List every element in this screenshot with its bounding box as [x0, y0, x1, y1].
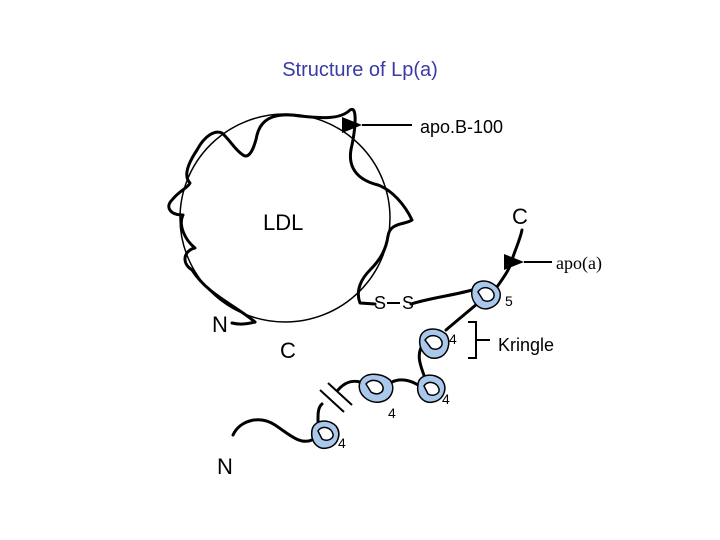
c-terminus-label-top: C — [512, 206, 528, 228]
apoa-lower-chain — [233, 404, 322, 441]
kringle-4-number-upper: 4 — [449, 332, 457, 346]
apob-n-terminal-chain — [232, 322, 255, 324]
disulfide-s-left: S — [374, 294, 386, 312]
diagram-title: Structure of Lp(a) — [0, 60, 720, 80]
n-terminus-label-bottom: N — [217, 456, 233, 478]
kringle-label: Kringle — [498, 336, 554, 354]
disulfide-s-right: S — [402, 294, 414, 312]
kringle-5 — [472, 281, 501, 309]
kringle-bracket — [468, 322, 476, 358]
kringle-4-number-bottom: 4 — [338, 436, 346, 450]
apob100-label: apo.B-100 — [420, 118, 503, 136]
apoa-label: apo(a) — [556, 254, 602, 272]
kringle-4-middle-right — [418, 375, 445, 402]
kringle-4-number-middle-left: 4 — [388, 406, 396, 420]
kringle-4-number-middle-right: 4 — [442, 392, 450, 406]
kringle-4-upper — [420, 329, 449, 358]
apoa-c-terminal-chain — [495, 230, 522, 290]
n-terminus-label-left: N — [212, 314, 228, 336]
ldl-label: LDL — [263, 212, 303, 234]
kringle-5-number: 5 — [505, 294, 513, 308]
c-terminus-label-middle: C — [280, 340, 296, 362]
kringle-4-middle-left — [359, 374, 392, 402]
kringle-4-bottom — [312, 421, 339, 448]
